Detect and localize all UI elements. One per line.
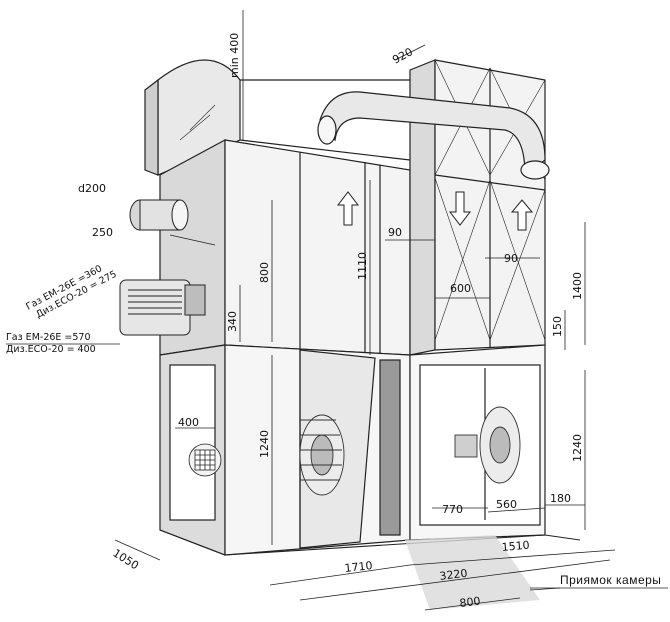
dim-1240-left: 1240 (258, 430, 271, 458)
dim-800-pit: 800 (459, 595, 481, 610)
dim-400: 400 (178, 416, 199, 429)
dim-1510: 1510 (501, 539, 530, 554)
left-fan-wheel (299, 414, 345, 496)
dim-1400: 1400 (571, 272, 584, 300)
dim-600: 600 (450, 282, 471, 295)
dim-800-upper: 800 (258, 262, 271, 283)
airflow-arrows (336, 191, 534, 231)
motor-grille (188, 443, 222, 477)
burner-unit (119, 279, 206, 336)
dim-180: 180 (550, 492, 571, 505)
dim-920: 920 (390, 45, 415, 66)
dim-1240-right: 1240 (571, 434, 584, 462)
burner-note-lower-2: Диз.ECO-20 = 400 (6, 344, 96, 355)
up-arrow-icon (510, 199, 534, 231)
dim-340: 340 (226, 311, 239, 332)
right-fan-wheel (454, 406, 521, 484)
burner-note-lower-1: Газ EM-26E =570 (6, 332, 91, 343)
dim-1110: 1110 (356, 252, 369, 280)
pit-shading (405, 535, 540, 610)
dim-250: 250 (92, 226, 113, 239)
dim-90-left: 90 (388, 226, 402, 239)
d200-pipe (129, 199, 189, 231)
dim-1710: 1710 (344, 559, 373, 575)
upper-plenum-box (159, 138, 411, 356)
up-arrow-icon (336, 191, 360, 226)
pit-legend: Приямок камеры (560, 573, 661, 587)
curved-duct (317, 91, 550, 180)
down-arrow-icon (448, 191, 472, 226)
dim-560: 560 (496, 498, 517, 511)
dim-1050: 1050 (110, 547, 141, 573)
dim-90-right: 90 (504, 252, 518, 265)
dim-3220: 3220 (439, 567, 468, 583)
dim-min-400: min 400 (228, 33, 241, 78)
dim-d200: d200 (78, 182, 106, 195)
dim-770: 770 (442, 503, 463, 516)
right-lower-box (409, 344, 546, 541)
dim-150: 150 (551, 316, 564, 337)
